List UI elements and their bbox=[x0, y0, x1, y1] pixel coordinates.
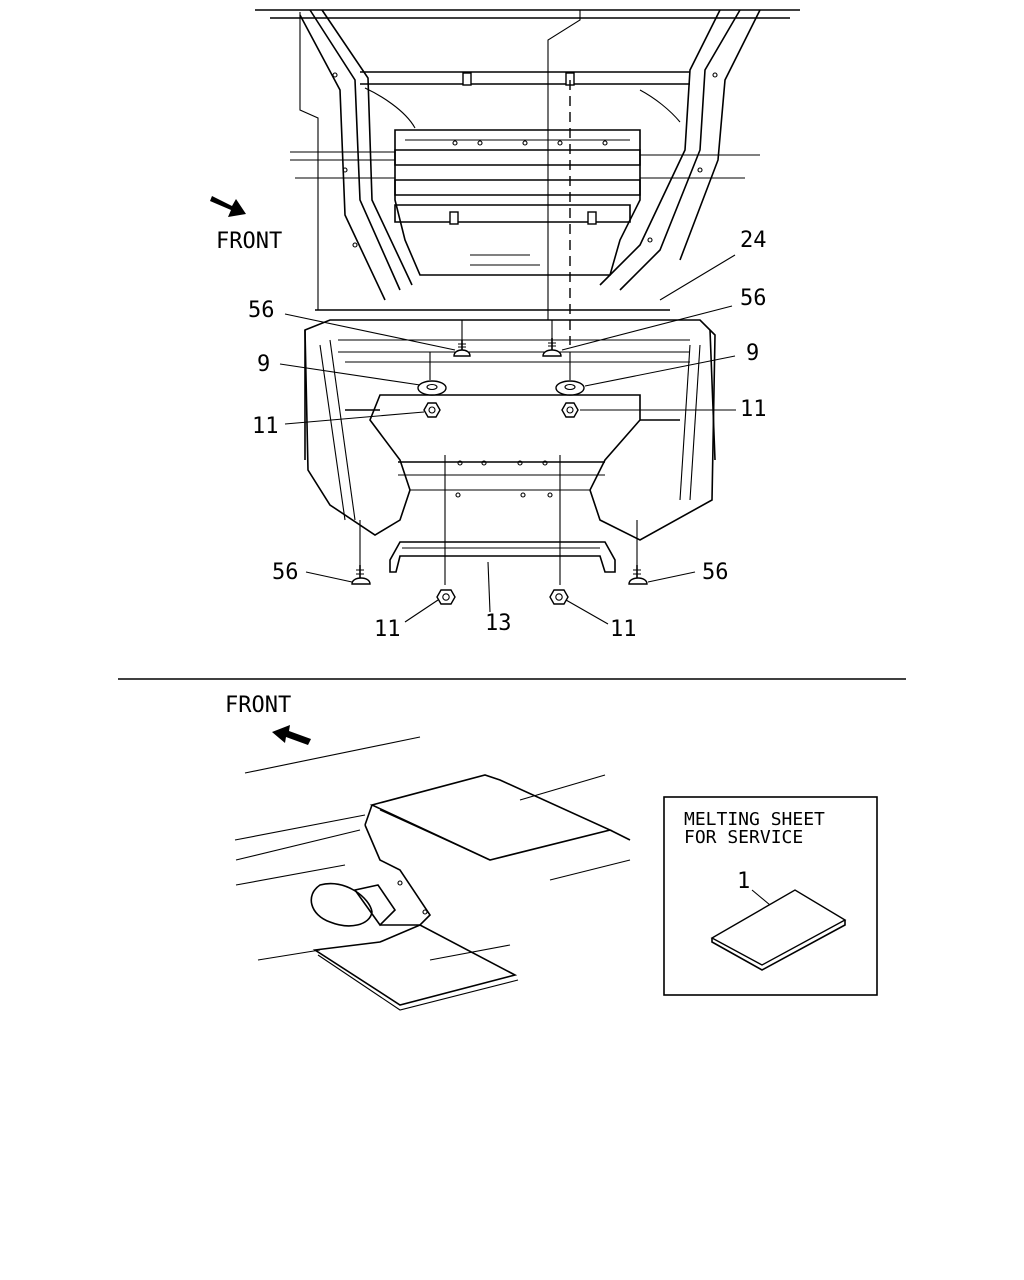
clip-56-lower-left-icon bbox=[351, 565, 371, 585]
callout-56-upper-left: 56 bbox=[248, 298, 275, 323]
nut-11-right-icon bbox=[561, 402, 579, 418]
clip-56-lower-right-icon bbox=[628, 565, 648, 585]
detail-floor-illustration bbox=[234, 736, 631, 1011]
leader-lines bbox=[279, 305, 736, 625]
washer-9-right-icon bbox=[555, 380, 585, 396]
front-arrow-top-icon bbox=[210, 196, 246, 217]
nut-11-bottom-left-icon bbox=[436, 589, 456, 605]
floor-panel bbox=[304, 319, 716, 541]
nut-11-bottom-right-icon bbox=[549, 589, 569, 605]
callout-11-right: 11 bbox=[740, 397, 767, 422]
front-arrow-bottom-icon bbox=[272, 725, 311, 745]
callout-56-lower-right: 56 bbox=[702, 560, 729, 585]
callout-9-right: 9 bbox=[746, 341, 759, 366]
callout-1: 1 bbox=[737, 869, 750, 894]
callout-56-upper-right: 56 bbox=[740, 286, 767, 311]
melting-sheet-part-icon bbox=[710, 889, 847, 971]
front-label-bottom: FRONT bbox=[225, 693, 291, 718]
fastener-drop-lines bbox=[359, 320, 638, 585]
washer-9-left-icon bbox=[417, 380, 447, 396]
callout-9-left: 9 bbox=[257, 352, 270, 377]
callout-56-lower-left: 56 bbox=[272, 560, 299, 585]
alignment-lines bbox=[299, 10, 736, 345]
callout-13: 13 bbox=[485, 611, 512, 636]
clip-56-upper-left-icon bbox=[453, 340, 471, 357]
melting-sheet-inset: MELTING SHEET FOR SERVICE 1 bbox=[663, 796, 878, 996]
callout-11-left: 11 bbox=[252, 414, 279, 439]
callout-11-bottom-left: 11 bbox=[374, 617, 401, 642]
front-label-top: FRONT bbox=[216, 229, 282, 254]
clip-56-upper-right-icon bbox=[542, 338, 562, 357]
callout-11-bottom-right: 11 bbox=[610, 617, 637, 642]
inset-frame bbox=[663, 796, 878, 996]
upper-floor-structure bbox=[255, 9, 800, 311]
nut-11-left-icon bbox=[423, 402, 441, 418]
inset-title-line2: FOR SERVICE bbox=[684, 827, 803, 848]
bracket-13 bbox=[389, 541, 616, 573]
callout-24: 24 bbox=[740, 228, 767, 253]
inset-title-line1: MELTING SHEET bbox=[684, 809, 825, 830]
